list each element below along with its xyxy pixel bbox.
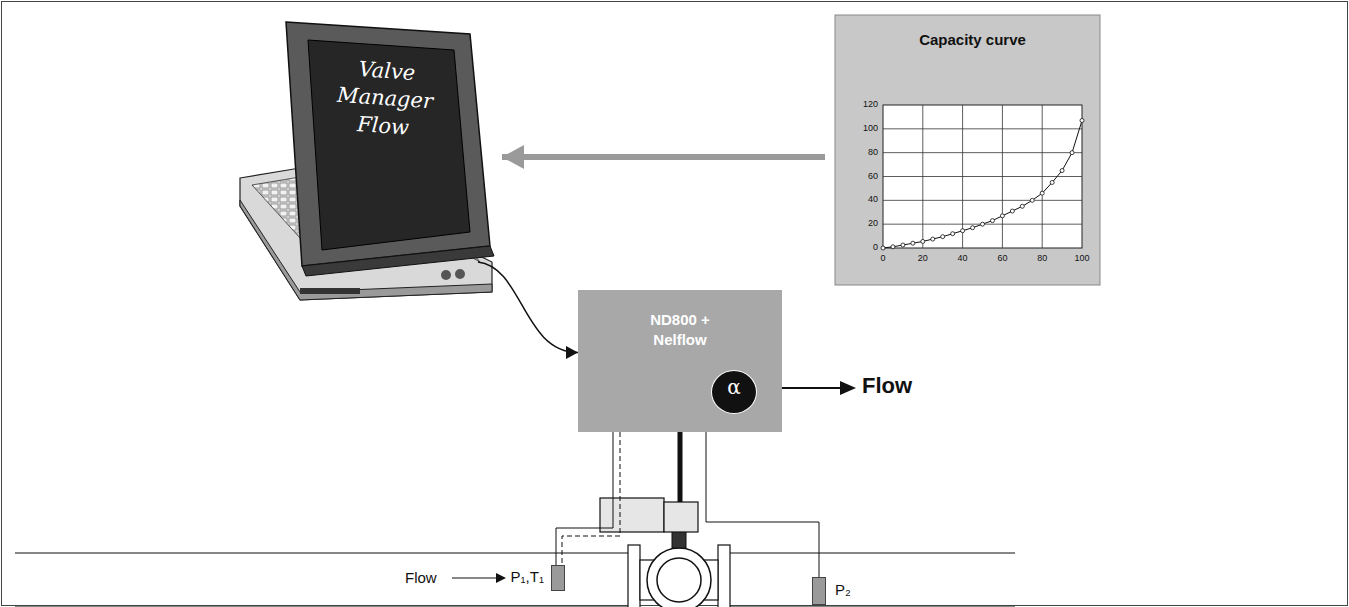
pipe [15,553,1015,607]
angle-symbol: α [712,371,756,404]
capacity-chart [835,15,1100,285]
screen-text: Valve Manager Flow [330,54,439,143]
axis-tick: 80 [846,147,878,157]
laptop [240,22,494,300]
flow-arrow [452,573,506,583]
axis-tick: 0 [868,253,898,263]
axis-tick: 100 [1067,253,1097,263]
sensor-label: P₁,T₁ [511,568,544,585]
signal-wire [706,432,819,577]
device-name: ND800 + Nelflow [632,310,728,351]
valve [628,530,730,607]
axis-tick: 40 [846,194,878,204]
pressure-sensor: P₁,T₁ [551,565,565,591]
axis-tick: 20 [908,253,938,263]
axis-tick: 20 [846,218,878,228]
laptop-screen: Valve Manager Flow [285,20,490,260]
temperature-wire [562,432,620,565]
axis-tick: 120 [846,99,878,109]
sensor-label: P₂ [835,581,851,598]
axis-tick: 0 [846,242,878,252]
axis-tick: 60 [987,253,1017,263]
data-arrow [502,145,825,169]
pressure-sensor: P₂ [812,577,826,605]
flow-label: Flow [405,569,437,586]
axis-tick: 80 [1027,253,1057,263]
flow-output-label: Flow [862,373,912,399]
axis-tick: 40 [948,253,978,263]
axis-tick: 60 [846,171,878,181]
positioner-box: ND800 + Nelflow α [578,290,782,432]
axis-tick: 100 [846,123,878,133]
alpha-circle: α [711,370,757,414]
chart-title: Capacity curve [835,31,1110,48]
actuator [600,432,698,532]
cable [478,262,578,359]
signal-wire [556,432,613,565]
